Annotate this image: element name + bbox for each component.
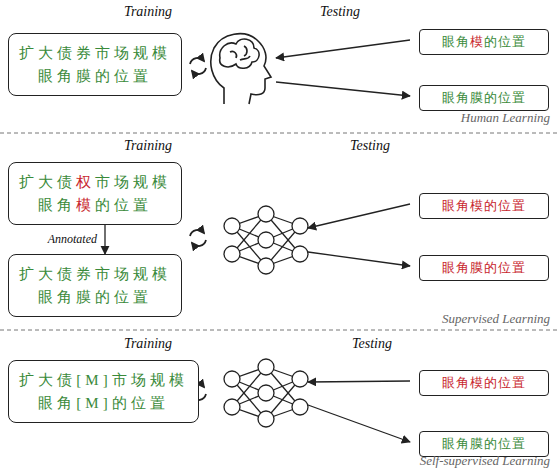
test-text-box: 眼角膜的位置 — [419, 85, 549, 111]
neural-network-icon — [224, 206, 308, 274]
panel-label: Testing — [350, 138, 390, 154]
cycle-icon — [190, 230, 206, 246]
divider — [0, 133, 557, 134]
test-text-box: 眼角膜的位置 — [419, 255, 549, 281]
divider — [0, 330, 557, 331]
neural-network-icon — [224, 359, 308, 427]
sentence-text: 眼角膜的位置 — [428, 258, 540, 278]
sentence-text: 眼角膜的位置 — [19, 286, 171, 309]
sentence-text: 眼角膜的位置 — [19, 65, 171, 88]
sentence-text: 扩大债[M]市场规模 — [19, 369, 188, 392]
test-text-box: 眼角模的位置 — [419, 29, 549, 55]
brain-head-icon — [211, 34, 271, 104]
training-text-box: 扩大债[M]市场规模眼角[M]的位置 — [8, 360, 199, 423]
test-text-box: 眼角模的位置 — [419, 370, 549, 396]
sentence-text: 眼角[M]的位置 — [19, 392, 188, 415]
training-text-box: 扩大债券市场规模眼角膜的位置 — [8, 254, 182, 317]
sentence-text: 扩大债权市场规模 — [19, 171, 171, 194]
panel-label: Testing — [352, 336, 392, 352]
panel-label: Training — [124, 4, 172, 20]
sentence-text: 眼角模的位置 — [428, 32, 540, 52]
test-text-box: 眼角模的位置 — [419, 193, 549, 219]
sentence-text: 眼角模的位置 — [428, 196, 540, 216]
flow-arrows — [276, 40, 410, 442]
panel-label: Supervised Learning — [442, 311, 550, 327]
panel-label: Testing — [320, 4, 360, 20]
panel-label: Training — [124, 138, 172, 154]
panel-label: Training — [124, 336, 172, 352]
panel-label: Self-supervised Learning — [420, 453, 550, 469]
sentence-text: 扩大债券市场规模 — [19, 263, 171, 286]
test-text-box: 眼角膜的位置 — [419, 431, 549, 457]
sentence-text: 眼角模的位置 — [19, 194, 171, 217]
edge-label: Annotated — [46, 232, 99, 247]
panel-label: Human Learning — [461, 110, 550, 126]
sentence-text: 眼角膜的位置 — [428, 434, 540, 454]
sentence-text: 眼角膜的位置 — [428, 88, 540, 108]
training-text-box: 扩大债券市场规模眼角膜的位置 — [8, 33, 182, 96]
annotation-arrow — [104, 225, 105, 254]
training-text-box: 扩大债权市场规模眼角模的位置 — [8, 162, 182, 225]
sentence-text: 眼角模的位置 — [428, 373, 540, 393]
sentence-text: 扩大债券市场规模 — [19, 42, 171, 65]
cycle-icon — [190, 58, 206, 74]
